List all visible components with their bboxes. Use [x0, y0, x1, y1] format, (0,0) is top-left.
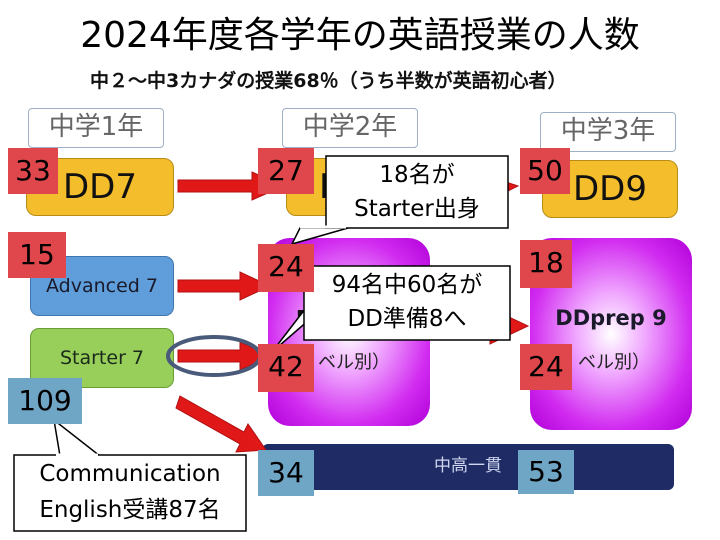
dd9-label: DD9 [573, 169, 647, 209]
callout-to-prep-shape [271, 265, 511, 353]
ddprep9-name: DDprep 9 [555, 306, 667, 330]
grade-label-2: 中学2年 [282, 108, 418, 148]
integrated-bar: 中高一貫 [262, 444, 674, 490]
count-dd7: 33 [8, 148, 58, 194]
arrow-advanced-to-prep8 [177, 271, 272, 301]
advanced7-box: Advanced 7 [30, 256, 174, 316]
count-dd9: 50 [520, 148, 570, 194]
count-integrated-8: 34 [258, 450, 314, 496]
callout-communication: Communication English受講87名 [14, 459, 246, 525]
starter7-label: Starter 7 [59, 347, 145, 369]
callout-to-prep: 94名中60名が DD準備8へ [304, 270, 510, 334]
count-ddprep8-a: 24 [258, 244, 314, 292]
callout-communication-line1: Communication [39, 461, 221, 487]
count-ddprep8-b: 42 [258, 344, 314, 392]
dd7-label: DD7 [63, 167, 137, 207]
callout-starter-origin: 18名が Starter出身 [326, 160, 508, 224]
count-dd8: 27 [258, 148, 314, 194]
grade-label-1: 中学1年 [28, 108, 164, 148]
count-communication: 109 [8, 378, 82, 424]
callout-starter-origin-shape [290, 155, 509, 246]
callout-starter-origin-line2: Starter出身 [354, 196, 480, 222]
callout-to-prep-line2: DD準備8へ [347, 306, 467, 332]
callout-communication-line2: English受講87名 [39, 497, 221, 523]
count-ddprep9-b: 24 [520, 344, 572, 390]
grade-label-3: 中学3年 [540, 112, 676, 152]
integrated-label: 中高一貫 [434, 456, 502, 476]
page-subtitle: 中２〜中3カナダの授業68％（うち半数が英語初心者） [90, 70, 567, 92]
count-ddprep9-a: 18 [520, 240, 572, 288]
callout-communication-shape [13, 418, 247, 532]
ddprep9-level: ベル別） [578, 352, 650, 373]
count-advanced7: 15 [8, 232, 66, 278]
callout-starter-origin-line1: 18名が [379, 162, 455, 188]
count-integrated-9: 53 [518, 450, 574, 494]
advanced7-label: Advanced 7 [46, 275, 158, 297]
ddprep8-level: ベル別） [318, 352, 390, 373]
callout-to-prep-line1: 94名中60名が [331, 272, 483, 298]
arrow-starter-to-integrated [175, 395, 267, 453]
page-title: 2024年度各学年の英語授業の人数 [80, 15, 640, 56]
starter7-box: Starter 7 [30, 328, 174, 388]
